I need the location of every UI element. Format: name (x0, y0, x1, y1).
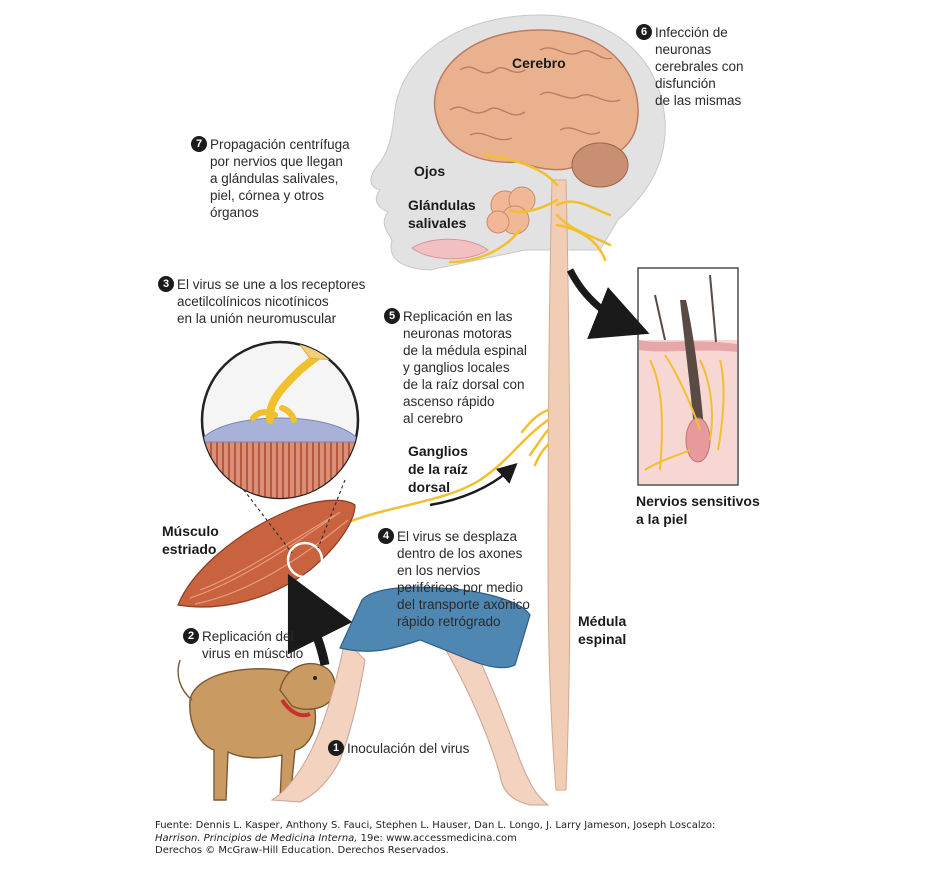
arrow-ganglion (429, 462, 518, 507)
step-6-number: 6 (636, 24, 652, 40)
skin-section (637, 267, 739, 486)
step-4-number: 4 (378, 528, 394, 544)
mouth-region (411, 238, 489, 260)
dog-collar (280, 698, 311, 718)
label-ojos: Ojos (414, 163, 446, 179)
step-1-number: 1 (328, 740, 344, 756)
step-5-text: Replicación en las neuronas motoras de l… (403, 309, 527, 426)
step-1: 1 Inoculación del virus (328, 740, 469, 757)
zoom-lines (239, 479, 346, 554)
step-7: 7 Propagación centrífuga por nervios que… (191, 136, 350, 221)
label-cerebro: Cerebro (512, 55, 566, 71)
label-glandulas: Glándulas salivales (408, 197, 476, 231)
step-5-number: 5 (384, 308, 400, 324)
step-4-text: El virus se desplaza dentro de los axone… (397, 529, 530, 629)
label-nervios: Nervios sensitivos a la piel (636, 493, 760, 527)
source-book-title: Harrison. Principios de Medicina Interna… (155, 832, 358, 844)
step-4: 4 El virus se desplaza dentro de los axo… (378, 528, 530, 630)
step-5: 5 Replicación en las neuronas motoras de… (384, 308, 527, 427)
step-2-text: Replicación del virus en músculo (202, 629, 304, 661)
source-line-1: Fuente: Dennis L. Kasper, Anthony S. Fau… (155, 820, 716, 831)
source-line-2: Harrison. Principios de Medicina Interna… (155, 833, 715, 846)
spinal-cord-shape (547, 179, 571, 791)
source-line-3: Derechos © McGraw-Hill Education. Derech… (155, 845, 449, 856)
step-7-text: Propagación centrífuga por nervios que l… (210, 137, 350, 220)
arrow-dog-to-muscle (287, 573, 353, 666)
nmj-zoom (200, 340, 360, 500)
muscle-striations (189, 511, 349, 605)
dog-eye (313, 676, 317, 680)
step-3-number: 3 (158, 276, 174, 292)
step-3-text: El virus se une a los receptores acetilc… (177, 277, 366, 326)
step-1-text: Inoculación del virus (347, 741, 470, 756)
brain-folds (449, 47, 621, 141)
cerebellum (571, 142, 629, 188)
step-6-text: Infección de neuronas cerebrales con dis… (655, 25, 744, 108)
step-3: 3 El virus se une a los receptores aceti… (158, 276, 365, 327)
step-6: 6 Infección de neuronas cerebrales con d… (636, 24, 744, 109)
arrow-spine-to-skin (566, 268, 650, 339)
step-2-number: 2 (183, 628, 199, 644)
label-medula: Médula espinal (578, 613, 627, 647)
shorts-shape (339, 586, 531, 669)
label-musculo: Músculo estriado (162, 523, 219, 557)
label-ganglios: Ganglios de la raíz dorsal (408, 443, 468, 495)
leg-skin (270, 638, 550, 806)
step-7-number: 7 (191, 136, 207, 152)
source-citation: Fuente: Dennis L. Kasper, Anthony S. Fau… (155, 820, 715, 858)
source-edition-url: 19e: www.accessmedicina.com (357, 832, 517, 844)
step-2: 2 Replicación del virus en músculo (183, 628, 303, 662)
